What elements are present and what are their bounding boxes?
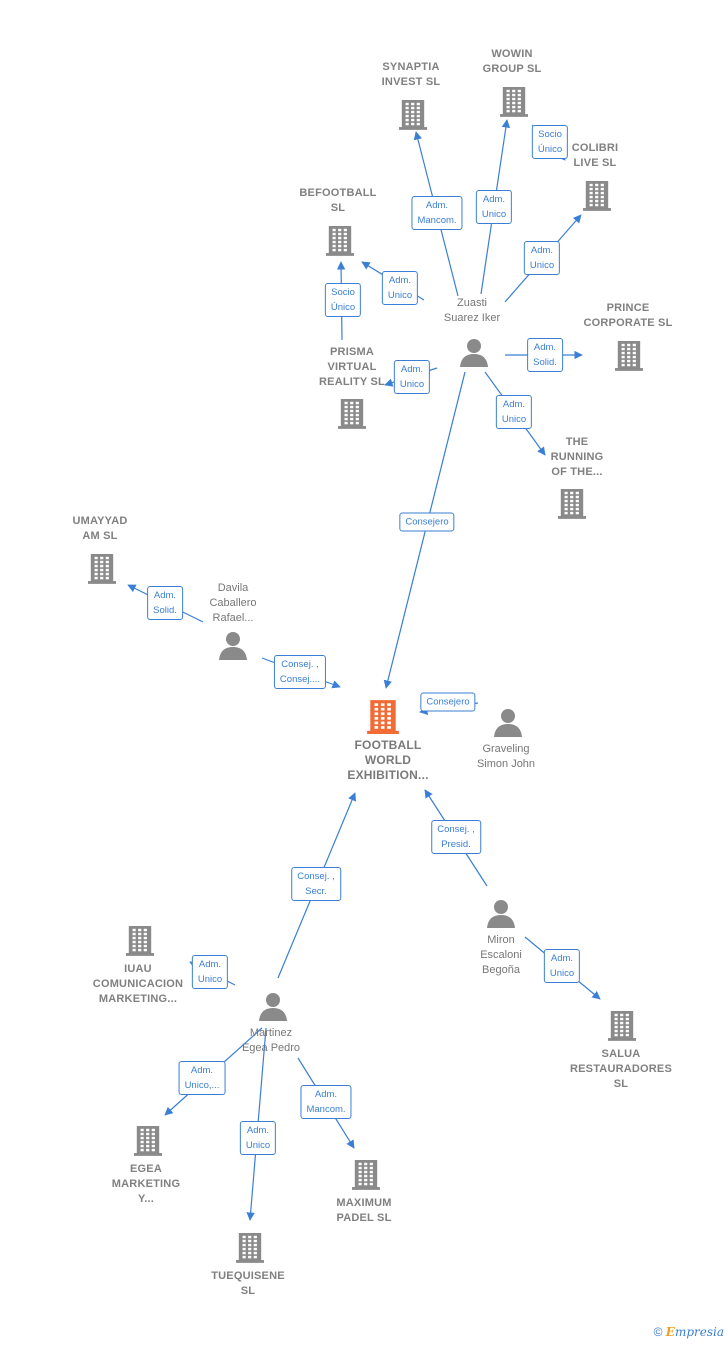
edge-label-miron-salua[interactable]: Adm. Unico bbox=[543, 949, 581, 983]
building-icon-tuequisene[interactable] bbox=[236, 1231, 264, 1268]
edge-label-martinez-egea[interactable]: Adm. Unico,... bbox=[178, 1061, 226, 1095]
building-icon-egea[interactable] bbox=[134, 1124, 162, 1161]
node-label-iuau[interactable]: IUAU COMUNICACION MARKETING... bbox=[92, 963, 184, 1005]
building-icon-football[interactable] bbox=[367, 698, 399, 739]
footer-brand: © Empresia bbox=[654, 1325, 724, 1339]
empresia-logo[interactable]: Empresia bbox=[665, 1325, 724, 1339]
building-icon-running[interactable] bbox=[558, 487, 586, 524]
person-icon-zuasti[interactable] bbox=[459, 337, 489, 372]
edge-label-martinez-iuau[interactable]: Adm. Unico bbox=[191, 955, 229, 989]
edge-label-miron-football[interactable]: Consej. , Presid. bbox=[431, 820, 481, 854]
node-label-davila[interactable]: Davila Caballero Rafael... bbox=[209, 582, 257, 624]
edge-label-zuasti-wowin[interactable]: Adm. Unico bbox=[475, 190, 513, 224]
edge-label-zuasti-befootball[interactable]: Adm. Unico bbox=[381, 271, 419, 305]
building-icon-iuau[interactable] bbox=[126, 924, 154, 961]
node-label-miron[interactable]: Miron Escaloni Begoña bbox=[480, 934, 522, 976]
node-label-wowin[interactable]: WOWIN GROUP SL bbox=[482, 48, 542, 75]
person-icon-martinez[interactable] bbox=[258, 991, 288, 1026]
edge-label-davila-umayyad[interactable]: Adm. Solid. bbox=[147, 586, 183, 620]
edge-label-martinez-football[interactable]: Consej. , Secr. bbox=[291, 867, 341, 901]
building-icon-maximum[interactable] bbox=[352, 1158, 380, 1195]
person-icon-miron[interactable] bbox=[486, 898, 516, 933]
node-label-martinez[interactable]: Martinez Egea Pedro bbox=[241, 1027, 301, 1054]
node-label-tuequisene[interactable]: TUEQUISENE SL bbox=[211, 1270, 285, 1297]
node-label-umayyad[interactable]: UMAYYAD AM SL bbox=[72, 515, 128, 542]
edge-label-zuasti-prince[interactable]: Adm. Solid. bbox=[527, 338, 563, 372]
node-label-prisma[interactable]: PRISMA VIRTUAL REALITY SL bbox=[319, 346, 385, 388]
building-icon-prince[interactable] bbox=[615, 339, 643, 376]
building-icon-wowin[interactable] bbox=[500, 85, 528, 122]
person-icon-davila[interactable] bbox=[218, 630, 248, 665]
node-label-salua[interactable]: SALUA RESTAURADORES SL bbox=[569, 1048, 672, 1090]
person-icon-graveling[interactable] bbox=[493, 707, 523, 742]
building-icon-colibri[interactable] bbox=[583, 179, 611, 216]
building-icon-prisma[interactable] bbox=[338, 397, 366, 434]
node-label-egea[interactable]: EGEA MARKETING Y... bbox=[111, 1163, 181, 1205]
node-label-maximum[interactable]: MAXIMUM PADEL SL bbox=[336, 1197, 392, 1224]
building-icon-befootball[interactable] bbox=[326, 224, 354, 261]
node-label-football[interactable]: FOOTBALL WORLD EXHIBITION... bbox=[347, 738, 429, 782]
edge-label-martinez-tuequisene[interactable]: Adm. Unico bbox=[239, 1121, 277, 1155]
node-label-running[interactable]: THE RUNNING OF THE... bbox=[550, 436, 604, 478]
edge-label-zuasti-prisma[interactable]: Adm. Unico bbox=[393, 360, 431, 394]
node-label-graveling[interactable]: Graveling Simon John bbox=[476, 743, 536, 770]
edge-label-zuasti-synaptia[interactable]: Adm. Mancom. bbox=[411, 196, 463, 230]
node-label-befootball[interactable]: BEFOOTBALL SL bbox=[299, 187, 377, 214]
node-label-synaptia[interactable]: SYNAPTIA INVEST SL bbox=[381, 61, 441, 88]
building-icon-synaptia[interactable] bbox=[399, 98, 427, 135]
edge-label-davila-football[interactable]: Consej. , Consej.... bbox=[273, 655, 327, 689]
node-label-prince[interactable]: PRINCE CORPORATE SL bbox=[583, 302, 673, 329]
node-label-zuasti[interactable]: Zuasti Suarez Iker bbox=[443, 297, 501, 324]
edge-label-martinez-maximum[interactable]: Adm. Mancom. bbox=[300, 1085, 352, 1119]
edge-label-graveling-football[interactable]: Consejero bbox=[420, 692, 476, 712]
edge-label-prisma-befootball[interactable]: Socio Único bbox=[324, 283, 362, 317]
building-icon-umayyad[interactable] bbox=[88, 552, 116, 589]
edge-label-zuasti-football[interactable]: Consejero bbox=[399, 512, 455, 532]
node-label-colibri[interactable]: COLIBRI LIVE SL bbox=[571, 142, 619, 169]
edge-label-wowin-colibri[interactable]: Socio Único bbox=[531, 125, 569, 159]
edge-label-zuasti-running[interactable]: Adm. Unico bbox=[495, 395, 533, 429]
building-icon-salua[interactable] bbox=[608, 1009, 636, 1046]
copyright-symbol: © bbox=[653, 1325, 663, 1339]
edge-label-zuasti-colibri[interactable]: Adm. Unico bbox=[523, 241, 561, 275]
